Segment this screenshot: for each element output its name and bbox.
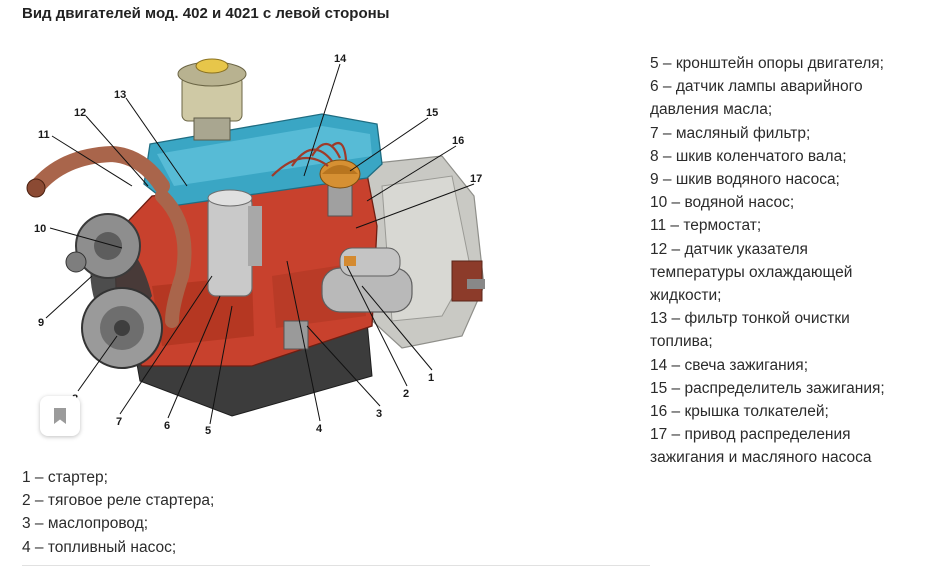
bookmark-icon: [54, 408, 66, 424]
starter: [321, 247, 413, 313]
legend-line: 5 – кронштейн опоры двигателя;: [650, 55, 884, 72]
legend-line: 17 – привод распределения: [650, 426, 851, 444]
callout-2: 2: [403, 388, 409, 400]
front-pulleys: [65, 213, 163, 369]
callout-14: 14: [334, 53, 347, 65]
callout-13: 13: [114, 89, 126, 101]
legend-line: 6 – датчик лампы аварийного: [650, 78, 863, 96]
callout-17: 17: [470, 173, 482, 185]
legend-bottom: 1 – стартер; 2 – тяговое реле стартера; …: [22, 466, 214, 559]
legend-line: 8 – шкив коленчатого вала;: [650, 147, 847, 165]
callout-9: 9: [38, 317, 44, 329]
engine-illustration: 1 2 3 4 5 6 7 8 9 10 11 12 13 14 15 16 1…: [26, 53, 485, 437]
legend-line: топлива;: [650, 333, 713, 351]
callout-3: 3: [376, 408, 382, 420]
callout-4: 4: [316, 423, 323, 435]
legend-line: 15 – распределитель зажигания;: [650, 379, 885, 397]
callout-11: 11: [38, 129, 50, 141]
callout-12: 12: [74, 107, 86, 119]
callout-6: 6: [164, 420, 170, 432]
legend-line: 16 – крышка толкателей;: [650, 403, 829, 421]
divider: [22, 565, 650, 566]
legend-line: зажигания и масляного насоса: [650, 449, 872, 467]
distributor: [319, 159, 361, 217]
legend-line: давления масла;: [650, 101, 773, 119]
legend-line: 4 – топливный насос;: [22, 538, 177, 556]
oil-filter: [207, 189, 262, 297]
legend-line: 14 – свеча зажигания;: [650, 356, 808, 374]
callout-5: 5: [205, 425, 211, 437]
callout-16: 16: [452, 135, 464, 147]
leader-lines: [45, 63, 475, 425]
callout-1: 1: [428, 372, 434, 384]
bookmark-button[interactable]: [40, 396, 80, 436]
legend-line: 1 – стартер;: [22, 469, 108, 486]
coolant-hoses: [28, 145, 192, 328]
legend-line: температуры охлаждающей: [650, 263, 853, 281]
page-title: Вид двигателей мод. 402 и 4021 с левой с…: [22, 5, 390, 22]
carburetor: [177, 58, 247, 141]
legend-line: 13 – фильтр тонкой очистки: [650, 310, 850, 328]
legend-line: 12 – датчик указателя: [650, 240, 808, 258]
legend-line: жидкости;: [650, 287, 722, 305]
legend-line: 7 – масляный фильтр;: [650, 124, 811, 142]
legend-line: 10 – водяной насос;: [650, 194, 795, 212]
legend-line: 2 – тяговое реле стартера;: [22, 492, 215, 510]
legend-line: 11 – термостат;: [650, 217, 762, 235]
legend-right: 5 – кронштейн опоры двигателя; 6 – датчи…: [650, 52, 920, 470]
legend-line: 3 – маслопровод;: [22, 515, 149, 533]
callout-10: 10: [34, 223, 46, 235]
callout-15: 15: [426, 107, 438, 119]
callout-7: 7: [116, 416, 122, 428]
legend-line: 9 – шкив водяного насоса;: [650, 171, 840, 189]
